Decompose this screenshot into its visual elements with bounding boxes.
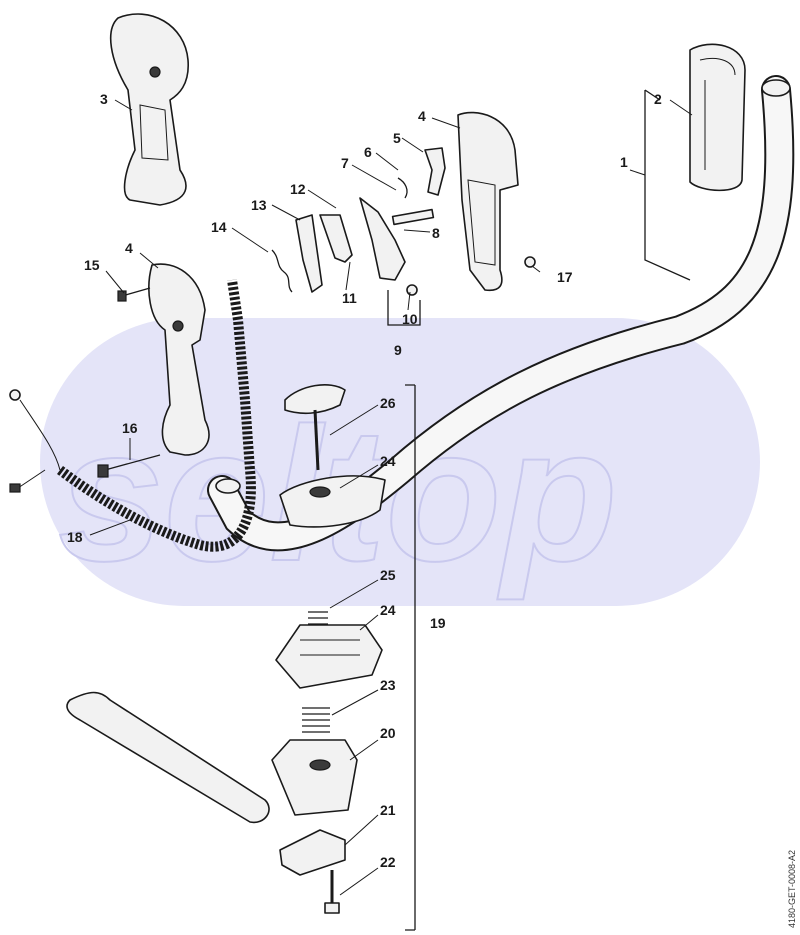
drive-tube <box>66 691 270 824</box>
label-7: 7 <box>341 155 349 171</box>
label-19: 19 <box>430 615 446 631</box>
label-21: 21 <box>380 802 396 818</box>
label-10: 10 <box>402 311 418 327</box>
label-11: 11 <box>342 290 357 306</box>
label-14: 14 <box>211 219 227 235</box>
part-labels: 1 2 3 4 5 6 7 12 13 14 8 4 15 17 11 10 9… <box>67 91 662 870</box>
label-5: 5 <box>393 130 401 146</box>
label-13: 13 <box>251 197 267 213</box>
label-2: 2 <box>654 91 662 107</box>
label-15: 15 <box>84 257 100 273</box>
grip-2 <box>689 43 746 192</box>
control-handle-3 <box>109 13 189 206</box>
label-26: 26 <box>380 395 396 411</box>
label-25: 25 <box>380 567 396 583</box>
cable-18 <box>9 279 256 552</box>
housing-half-4-right <box>457 111 519 292</box>
housing-half-4-left <box>148 263 210 456</box>
label-20: 20 <box>380 725 396 741</box>
label-4-left: 4 <box>125 240 133 256</box>
label-24-upper: 24 <box>380 453 396 469</box>
small-parts <box>271 147 536 296</box>
screws <box>97 287 161 478</box>
clamp-assembly <box>271 384 386 914</box>
label-16: 16 <box>122 420 138 436</box>
label-4-right: 4 <box>418 108 426 124</box>
handlebar <box>207 75 795 552</box>
label-3: 3 <box>100 91 108 107</box>
label-24-lower: 24 <box>380 602 396 618</box>
label-22: 22 <box>380 854 396 870</box>
bracket-lines <box>89 89 693 931</box>
label-9: 9 <box>394 342 402 358</box>
label-1: 1 <box>620 154 628 170</box>
label-23: 23 <box>380 677 396 693</box>
label-18: 18 <box>67 529 83 545</box>
label-17: 17 <box>557 269 573 285</box>
drawing-code: 4180-GET-0008-A2 <box>787 850 797 928</box>
label-8: 8 <box>432 225 440 241</box>
label-6: 6 <box>364 144 372 160</box>
label-12: 12 <box>290 181 306 197</box>
